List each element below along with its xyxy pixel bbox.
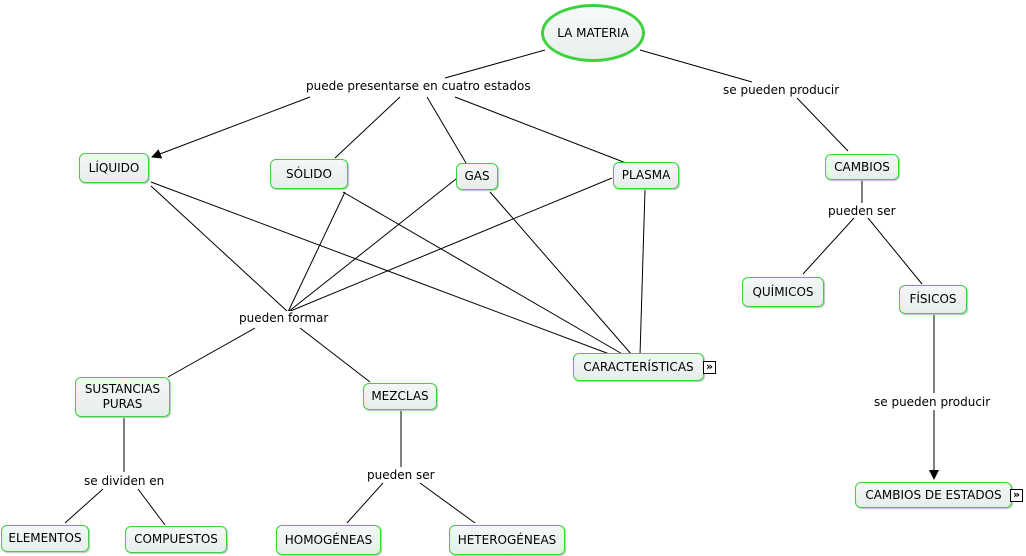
node-mezclas[interactable]: MEZCLAS bbox=[363, 383, 437, 410]
node-gas[interactable]: GAS bbox=[456, 163, 498, 190]
node-cambios[interactable]: CAMBIOS bbox=[825, 154, 899, 180]
phrase-produce-2: se pueden producir bbox=[874, 395, 991, 409]
node-sustancias-puras[interactable]: SUSTANCIAS PURAS bbox=[75, 377, 170, 417]
node-liquido[interactable]: LÍQUIDO bbox=[79, 153, 149, 183]
phrase-states: puede presentarse en cuatro estados bbox=[306, 79, 531, 93]
expand-cambios-de-estados-icon[interactable]: » bbox=[1010, 489, 1023, 502]
node-elementos[interactable]: ELEMENTOS bbox=[1, 525, 89, 552]
phrase-can-be-changes: pueden ser bbox=[828, 204, 896, 218]
node-quimicos[interactable]: QUÍMICOS bbox=[742, 277, 824, 307]
node-compuestos[interactable]: COMPUESTOS bbox=[125, 526, 227, 553]
expand-caracteristicas-icon[interactable]: » bbox=[703, 361, 716, 374]
node-heterogeneas[interactable]: HETEROGÉNEAS bbox=[449, 525, 565, 555]
root-concept-la-materia[interactable]: LA MATERIA bbox=[541, 4, 645, 62]
phrase-form: pueden formar bbox=[239, 311, 329, 325]
node-caracteristicas[interactable]: CARACTERÍSTICAS bbox=[573, 353, 704, 381]
node-plasma[interactable]: PLASMA bbox=[613, 162, 679, 189]
node-homogeneas[interactable]: HOMOGÉNEAS bbox=[276, 525, 381, 555]
node-solido[interactable]: SÓLIDO bbox=[270, 159, 348, 189]
phrase-can-be-mix: pueden ser bbox=[367, 468, 435, 482]
node-fisicos[interactable]: FÍSICOS bbox=[899, 285, 967, 314]
phrase-produce: se pueden producir bbox=[723, 83, 840, 97]
node-cambios-de-estados[interactable]: CAMBIOS DE ESTADOS bbox=[855, 482, 1012, 508]
root-label: LA MATERIA bbox=[557, 26, 629, 40]
phrase-divide: se dividen en bbox=[84, 474, 165, 488]
